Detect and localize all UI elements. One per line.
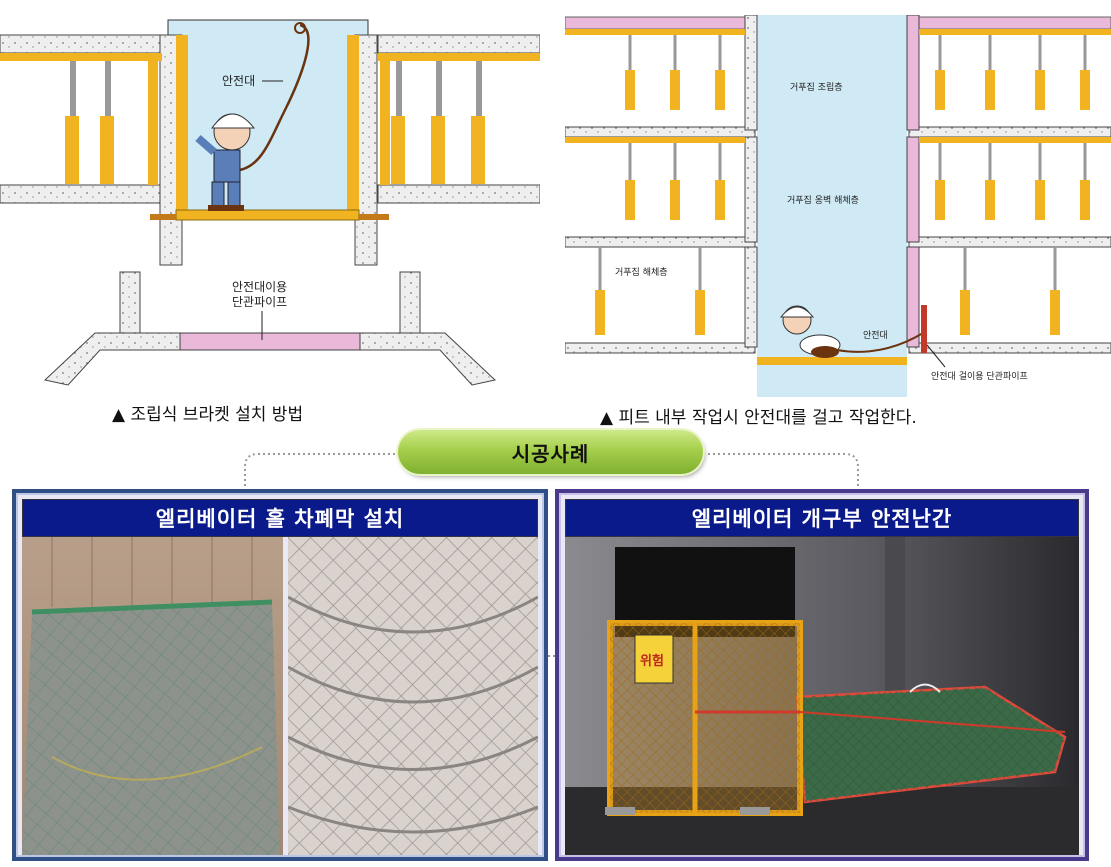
worker-figure	[195, 113, 256, 211]
dotted-connector	[244, 453, 859, 657]
safety-belt-label: 안전대	[222, 74, 255, 88]
net-photo-1	[22, 537, 283, 855]
safety-rope	[239, 23, 310, 172]
pit-work-caption: ▲ 피트 내부 작업시 안전대를 걸고 작업한다.	[600, 408, 917, 428]
pipe-label-line1: 안전대이용	[232, 280, 287, 294]
work-platform	[175, 209, 360, 221]
elevator-opening-rail-panel: 엘리베이터 개구부 안전난간 위험	[555, 489, 1089, 861]
section-title: 시공사례	[511, 441, 590, 466]
elevator-pit	[167, 19, 369, 221]
crawling-worker-figure	[779, 305, 841, 358]
elevator-hall-net-panel: 엘리베이터 홀 차폐막 설치	[12, 489, 548, 861]
pit-work-diagram: 거푸집 조립층 거푸집 옹벽 해체층 거푸집 해체층 안전대 안전대 걸이용 단…	[565, 15, 1111, 397]
form-dismantle-label: 거푸집 해체층	[615, 266, 668, 278]
net-photo-2	[288, 537, 538, 855]
pipe-label-line2: 단관파이프	[232, 295, 287, 309]
safety-rope	[836, 332, 924, 353]
safety-pipe	[179, 332, 361, 351]
panel-title: 엘리베이터 홀 차폐막 설치	[155, 507, 405, 531]
warning-sign	[634, 634, 674, 684]
panel-title-bar: 엘리베이터 개구부 안전난간	[565, 499, 1079, 537]
panel-title-bar: 엘리베이터 홀 차폐막 설치	[22, 499, 538, 537]
form-assembly-floor-label: 거푸집 조립층	[790, 81, 843, 93]
wall-form-dismantle-label: 거푸집 옹벽 해체층	[787, 194, 859, 206]
belt-pipe-label: 안전대 걸이용 단관파이프	[931, 371, 1028, 382]
belt-hook-pipe	[921, 305, 927, 353]
safety-rail-render: 위험	[565, 537, 1079, 855]
panel-title: 엘리베이터 개구부 안전난간	[691, 507, 953, 531]
bracket-installation-diagram: 안전대 안전대이용 단관파이프	[0, 19, 540, 386]
bracket-installation-caption: ▲ 조립식 브라켓 설치 방법	[112, 405, 304, 425]
warning-sign-text: 위험	[640, 653, 664, 669]
safety-belt-label: 안전대	[863, 330, 888, 341]
section-title-pill: 시공사례	[398, 430, 703, 474]
